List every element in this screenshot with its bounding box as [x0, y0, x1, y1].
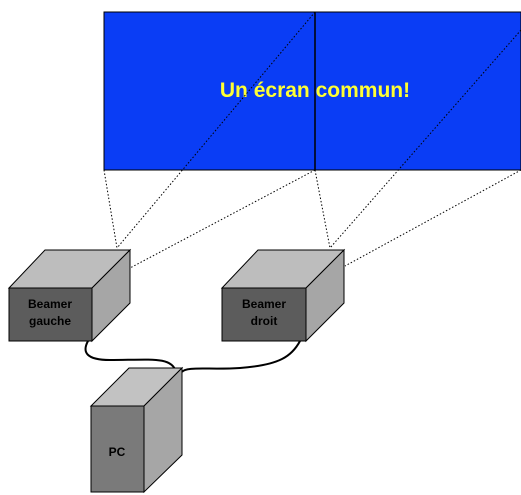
ray-right-2	[329, 29, 521, 249]
projector-left: Beamer gauche	[7, 248, 132, 343]
projector-right-front	[221, 287, 307, 342]
pc-tower: PC	[89, 366, 184, 494]
projector-left-label-line2: gauche	[29, 314, 71, 328]
projector-left-front	[8, 287, 93, 342]
projector-right-label-line2: droit	[251, 314, 278, 328]
screen-panel	[103, 11, 521, 171]
shared-screen: Un écran commun!	[103, 11, 521, 171]
screen-caption: Un écran commun!	[220, 79, 410, 102]
projector-right: Beamer droit	[220, 248, 346, 343]
ray-right-3	[344, 169, 521, 267]
projector-right-label-line1: Beamer	[242, 297, 286, 311]
ray-left-1	[103, 169, 118, 249]
projection-rays	[103, 11, 521, 269]
cables	[84, 340, 301, 373]
pc-front	[90, 405, 145, 493]
cable-right	[181, 340, 301, 373]
ray-right-1	[314, 169, 331, 249]
projector-left-label-line1: Beamer	[28, 297, 72, 311]
ray-left-2	[116, 11, 316, 249]
cable-left	[84, 340, 177, 373]
pc-label: PC	[109, 445, 126, 459]
